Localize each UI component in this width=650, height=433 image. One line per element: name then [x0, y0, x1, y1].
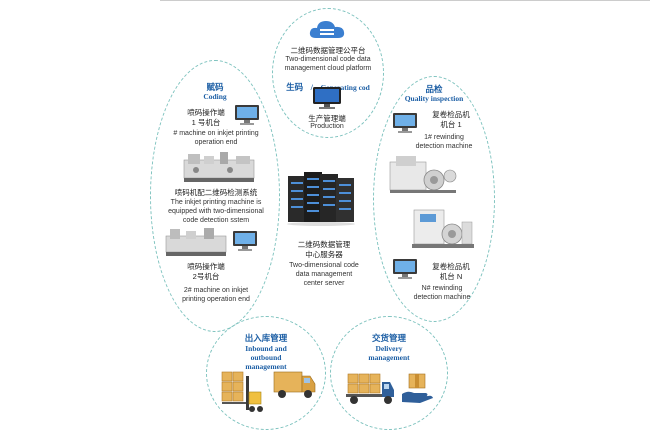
inkjet-inspection-en-1: The inkjet printing machine is	[170, 199, 262, 206]
quality-inspection-oval	[373, 76, 495, 322]
package-handover-icon	[402, 373, 433, 403]
delivery-van-icon	[273, 371, 316, 398]
machine2-cn-2: 2号机台	[192, 272, 220, 281]
boxes-forklift-icon	[221, 371, 263, 412]
inbound-title-en-1: Inbound and	[245, 344, 287, 353]
delivery-title-en-2: management	[368, 353, 410, 362]
quality-title-en: Quality inspection	[404, 94, 464, 103]
coding-title-cn: 赋码	[206, 82, 224, 92]
rewinding1-cn-2: 机台 1	[440, 120, 462, 129]
server-cn-2: 中心服务器	[305, 250, 343, 259]
generating-code-en: Generating cod	[320, 83, 370, 92]
machine2-en-1: 2# machine on inkjet	[183, 287, 249, 294]
inkjet-inspection-en-3: code detection sstem	[182, 217, 250, 224]
cloud-platform-cn: 二维码数据管理公平台	[290, 46, 366, 55]
machine2-monitor-icon	[233, 231, 257, 251]
cloud-platform-en-1: Two-dimensional code data	[285, 56, 371, 63]
delivery-oval	[330, 316, 448, 430]
machine2-cn-1: 喷码操作端	[187, 262, 225, 271]
inkjet-inspection-en-2: equipped with two-dimensional	[168, 208, 264, 215]
rewindingN-en-1: N# rewinding	[421, 285, 463, 292]
inbound-outbound-oval	[206, 316, 326, 430]
inbound-title-en-3: management	[245, 362, 287, 371]
rewindingN-en-2: detection machine	[413, 294, 471, 301]
machine2-printing-machine-image	[165, 228, 227, 256]
rewindingN-monitor-icon	[393, 259, 417, 279]
server-cn-1: 二维码数据管理	[297, 240, 351, 249]
generating-code-label: 生码 / Generating cod	[262, 76, 394, 95]
server-rack-icon	[287, 172, 355, 226]
production-en: Production	[310, 123, 344, 130]
machine1-cn-1: 喷码操作端	[187, 108, 225, 117]
generating-code-cn: 生码	[286, 82, 304, 92]
server-en-1: Two-dimensional code	[289, 262, 359, 269]
coding-oval	[150, 60, 280, 332]
coding-title-en: Coding	[203, 92, 227, 101]
inbound-title-cn: 出入库管理	[244, 333, 288, 343]
rewinding1-monitor-icon	[393, 113, 417, 133]
cargo-truck-icon	[346, 373, 394, 404]
server-en-2: data management	[295, 271, 353, 278]
top-rule	[160, 0, 650, 1]
rewinding-machine-image-2	[412, 209, 474, 248]
machine2-en-2: printing operation end	[182, 296, 250, 303]
delivery-title-en-1: Delivery	[375, 344, 403, 353]
rewinding1-cn-1: 复卷检品机	[432, 110, 470, 119]
inkjet-inspection-cn: 喷码机配二维码检测系统	[174, 188, 258, 197]
delivery-title-cn: 交货管理	[371, 333, 406, 343]
cloud-platform-en-2: management cloud platform	[284, 65, 372, 72]
production-monitor-icon	[313, 87, 341, 109]
machine1-en-2: operation end	[194, 139, 238, 146]
machine1-monitor-icon	[235, 105, 259, 125]
rewinding-machine-image-1	[389, 156, 457, 193]
rewinding1-en-1: 1# rewinding	[424, 134, 464, 141]
machine1-cn-2: 1 号机台	[191, 118, 221, 127]
generating-code-separator: /	[310, 82, 313, 92]
server-en-3: center server	[303, 280, 345, 287]
quality-title-cn: 品检	[425, 84, 443, 94]
inbound-title-en-2: outbound	[250, 353, 282, 362]
inkjet-printing-machine-image	[183, 152, 255, 182]
machine1-en-1: # machine on inkjet printing	[173, 130, 259, 137]
rewindingN-cn-1: 复卷检品机	[432, 262, 470, 271]
rewindingN-cn-2: 机台 N	[439, 272, 463, 281]
cloud-icon	[309, 21, 345, 38]
production-cn: 生产管理端	[308, 114, 346, 123]
cloud-platform-oval	[272, 8, 384, 138]
rewinding1-en-2: detection machine	[415, 143, 473, 150]
